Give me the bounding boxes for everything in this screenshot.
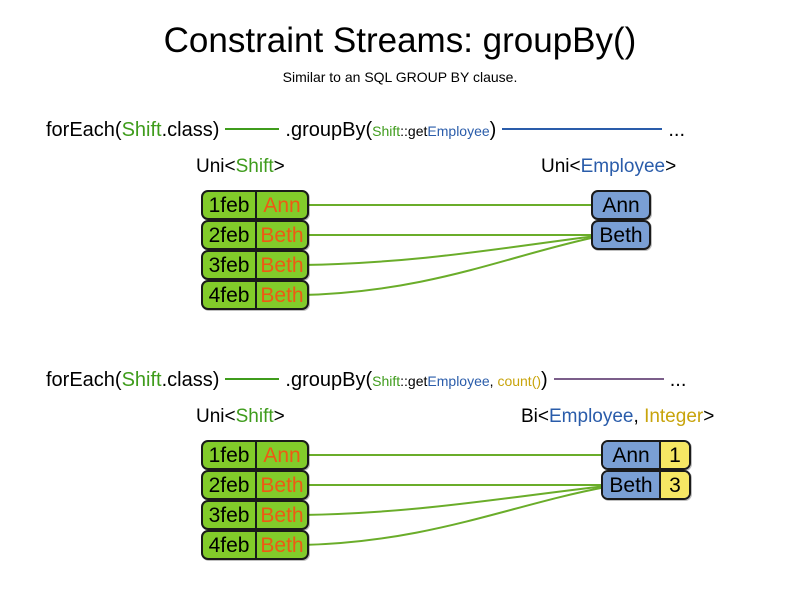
stream-label-type2: Integer — [644, 406, 704, 427]
shift-employee-name: Beth — [255, 222, 307, 248]
shift-fact-box: 4feb Beth — [201, 280, 309, 310]
employee-fact-box: Ann — [591, 190, 651, 220]
stream-label-type: Employee — [549, 406, 634, 427]
connector-groupby-to-ellipsis — [553, 377, 664, 380]
shift-employee-name: Beth — [255, 502, 307, 528]
code-mapper-comma: , — [489, 373, 498, 389]
shift-employee-name: Ann — [255, 442, 307, 468]
employee-name: Beth — [599, 223, 643, 247]
shift-fact-box: 4feb Beth — [201, 530, 309, 560]
stream-label-type: Shift — [235, 156, 274, 177]
shift-date: 3feb — [208, 253, 250, 277]
shift-date: 2feb — [208, 473, 250, 497]
code-foreach-open: forEach( — [46, 119, 122, 141]
stream-label-right-1: Uni<Employee> — [541, 155, 676, 178]
code-foreach-close: .class) — [161, 119, 220, 141]
stream-label-prefix: Uni< — [196, 406, 236, 427]
connector-foreach-to-groupby — [225, 127, 280, 130]
shift-fact-box: 2feb Beth — [201, 470, 309, 500]
mapping-lines-section-2 — [301, 454, 607, 546]
stream-label-prefix: Uni< — [541, 156, 581, 177]
code-mapper-type: Employee — [427, 373, 490, 389]
code-groupby-close: ) — [541, 369, 548, 391]
shift-fact-box: 2feb Beth — [201, 220, 309, 250]
shift-fact-box: 1feb Ann — [201, 190, 309, 220]
code-mapper-class: Shift — [372, 373, 401, 389]
mapping-line-3feb-beth-2 — [301, 485, 607, 516]
shift-employee-name: Beth — [255, 252, 307, 278]
page-subtitle: Similar to an SQL GROUP BY clause. — [282, 69, 518, 85]
mapping-line-3feb-beth — [301, 235, 597, 266]
shift-date: 1feb — [208, 193, 250, 217]
shift-date: 2feb — [208, 223, 250, 247]
mapping-line-4feb-beth — [301, 236, 597, 296]
code-line-groupby-count: forEach(Shift.class).groupBy(Shift::getE… — [46, 368, 686, 393]
stream-label-suffix: > — [665, 156, 677, 177]
stream-label-type: Shift — [235, 406, 274, 427]
stream-label-right-2: Bi<Employee, Integer> — [521, 405, 714, 428]
code-mapper-sep: ::get — [400, 123, 428, 139]
shift-employee-name: Beth — [255, 532, 307, 558]
stream-label-suffix: > — [703, 406, 715, 427]
page-title: Constraint Streams: groupBy() — [163, 21, 637, 60]
employee-count-fact-box: Ann 1 — [601, 440, 691, 470]
code-collector: count() — [497, 373, 542, 389]
stream-label-type: Employee — [580, 156, 666, 177]
stream-label-suffix: > — [273, 406, 285, 427]
code-foreach-class: Shift — [121, 119, 162, 141]
shift-employee-name: Beth — [255, 472, 307, 498]
code-groupby-open: .groupBy( — [285, 119, 373, 141]
employee-name: Ann — [602, 193, 640, 217]
stream-label-left-1: Uni<Shift> — [196, 155, 285, 178]
stream-label-prefix: Uni< — [196, 156, 236, 177]
code-ellipsis: ... — [669, 369, 687, 391]
shift-employee-name: Ann — [255, 192, 307, 218]
shift-fact-box: 3feb Beth — [201, 500, 309, 530]
stream-label-prefix: Bi< — [521, 406, 549, 427]
shift-date: 1feb — [208, 443, 250, 467]
connector-groupby-to-ellipsis — [502, 127, 663, 130]
code-groupby-open: .groupBy( — [285, 369, 373, 391]
employee-name: Ann — [603, 442, 659, 468]
employee-count-fact-box: Beth 3 — [601, 470, 691, 500]
employee-shift-count: 3 — [659, 472, 689, 498]
code-mapper-class: Shift — [372, 123, 401, 139]
code-groupby-close: ) — [489, 119, 497, 141]
code-foreach-class: Shift — [121, 369, 162, 391]
shift-date: 3feb — [208, 503, 250, 527]
code-mapper-type: Employee — [427, 123, 490, 139]
employee-name: Beth — [603, 472, 659, 498]
stream-label-suffix: > — [273, 156, 285, 177]
stream-label-sep: , — [633, 406, 645, 427]
code-foreach-open: forEach( — [46, 369, 122, 391]
connector-foreach-to-groupby — [225, 377, 280, 380]
code-line-groupby-single: forEach(Shift.class).groupBy(Shift::getE… — [46, 118, 685, 143]
code-foreach-close: .class) — [161, 369, 220, 391]
shift-date: 4feb — [208, 533, 250, 557]
employee-fact-box: Beth — [591, 220, 651, 250]
shift-employee-name: Beth — [255, 282, 307, 308]
employee-shift-count: 1 — [659, 442, 689, 468]
code-ellipsis: ... — [668, 119, 686, 141]
shift-fact-box: 3feb Beth — [201, 250, 309, 280]
shift-date: 4feb — [208, 283, 250, 307]
shift-fact-box: 1feb Ann — [201, 440, 309, 470]
stream-label-left-2: Uni<Shift> — [196, 405, 285, 428]
code-mapper-sep: ::get — [400, 373, 428, 389]
mapping-lines-section-1 — [301, 204, 597, 296]
mapping-line-4feb-beth-2 — [301, 486, 607, 546]
